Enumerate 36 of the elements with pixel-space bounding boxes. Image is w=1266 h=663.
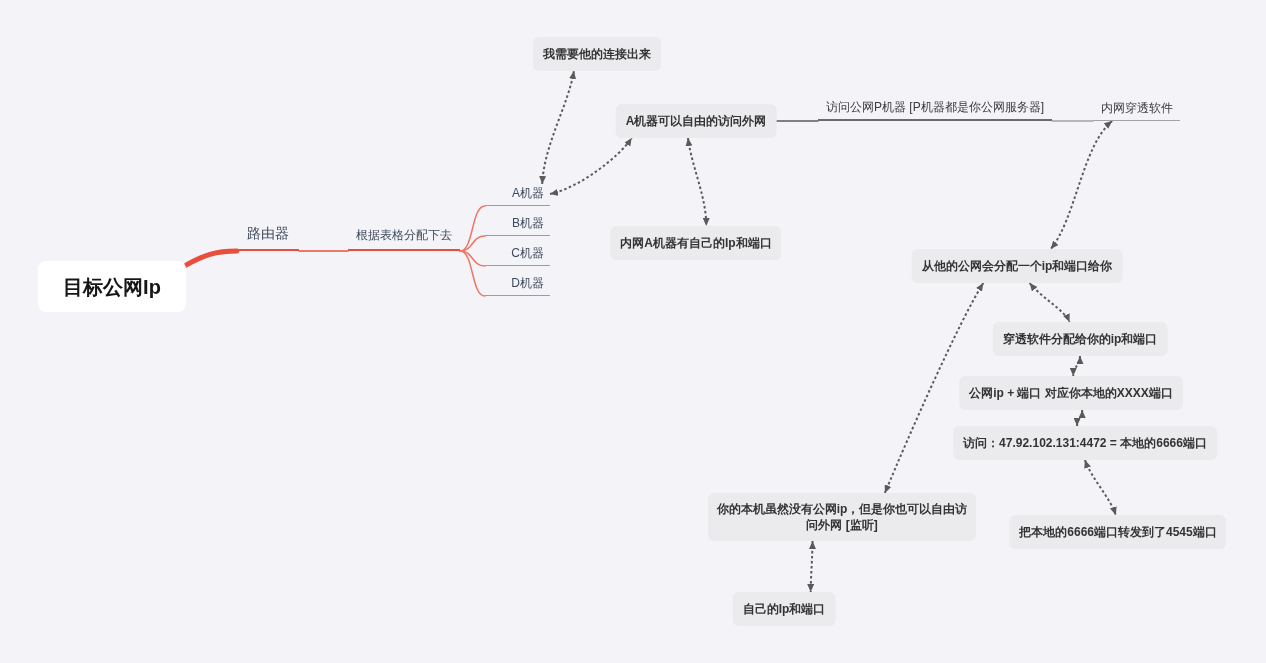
branch-line bbox=[775, 120, 819, 122]
leaf-topic: D机器 bbox=[485, 274, 550, 296]
double-headed-arrow bbox=[883, 282, 985, 494]
leaf-topic: A机器 bbox=[485, 184, 550, 206]
floating-topic-box: 从他的公网会分配一个ip和端口给你 bbox=[911, 249, 1123, 283]
floating-topic-box: 你的本机虽然没有公网ip，但是你也可以自由访问外网 [监听] bbox=[708, 493, 976, 541]
double-headed-arrow bbox=[549, 137, 633, 196]
floating-topic-box: 自己的Ip和端口 bbox=[732, 592, 836, 626]
sub-topic: 内网穿透软件 bbox=[1093, 98, 1180, 121]
double-headed-arrow bbox=[539, 70, 576, 185]
leaf-topic: C机器 bbox=[485, 244, 550, 266]
branch-line bbox=[459, 250, 486, 297]
branch-line bbox=[183, 248, 240, 268]
sub-topic: 访问公网P机器 [P机器都是你公网服务器] bbox=[818, 98, 1052, 121]
central-topic-box: 目标公网Ip bbox=[38, 261, 186, 312]
double-headed-arrow bbox=[1084, 459, 1117, 516]
double-headed-arrow bbox=[1074, 409, 1086, 427]
branch-line bbox=[459, 235, 486, 252]
floating-topic-box: A机器可以自由的访问外网 bbox=[615, 104, 777, 138]
double-headed-arrow bbox=[1028, 282, 1071, 323]
floating-topic-box: 访问：47.92.102.131:4472 = 本地的6666端口 bbox=[953, 426, 1217, 460]
double-headed-arrow bbox=[1049, 120, 1114, 250]
floating-topic-box: 把本地的6666端口转发到了4545端口 bbox=[1009, 515, 1227, 549]
branch-line bbox=[298, 250, 349, 252]
floating-topic-box: 公网ip + 端口 对应你本地的XXXX端口 bbox=[959, 376, 1183, 410]
branch-topic: 路由器 bbox=[237, 222, 299, 251]
floating-topic-box: 穿透软件分配给你的ip和端口 bbox=[992, 322, 1168, 356]
floating-topic-box: 我需要他的连接出来 bbox=[533, 37, 661, 71]
double-headed-arrow bbox=[685, 137, 710, 227]
double-headed-arrow bbox=[1070, 355, 1083, 377]
branch-line bbox=[459, 205, 486, 252]
leaf-topic: B机器 bbox=[485, 214, 550, 236]
branch-topic: 根据表格分配下去 bbox=[348, 227, 460, 251]
floating-topic-box: 内网A机器有自己的Ip和端口 bbox=[610, 226, 782, 260]
double-headed-arrow bbox=[807, 540, 816, 593]
branch-line bbox=[1051, 120, 1094, 122]
